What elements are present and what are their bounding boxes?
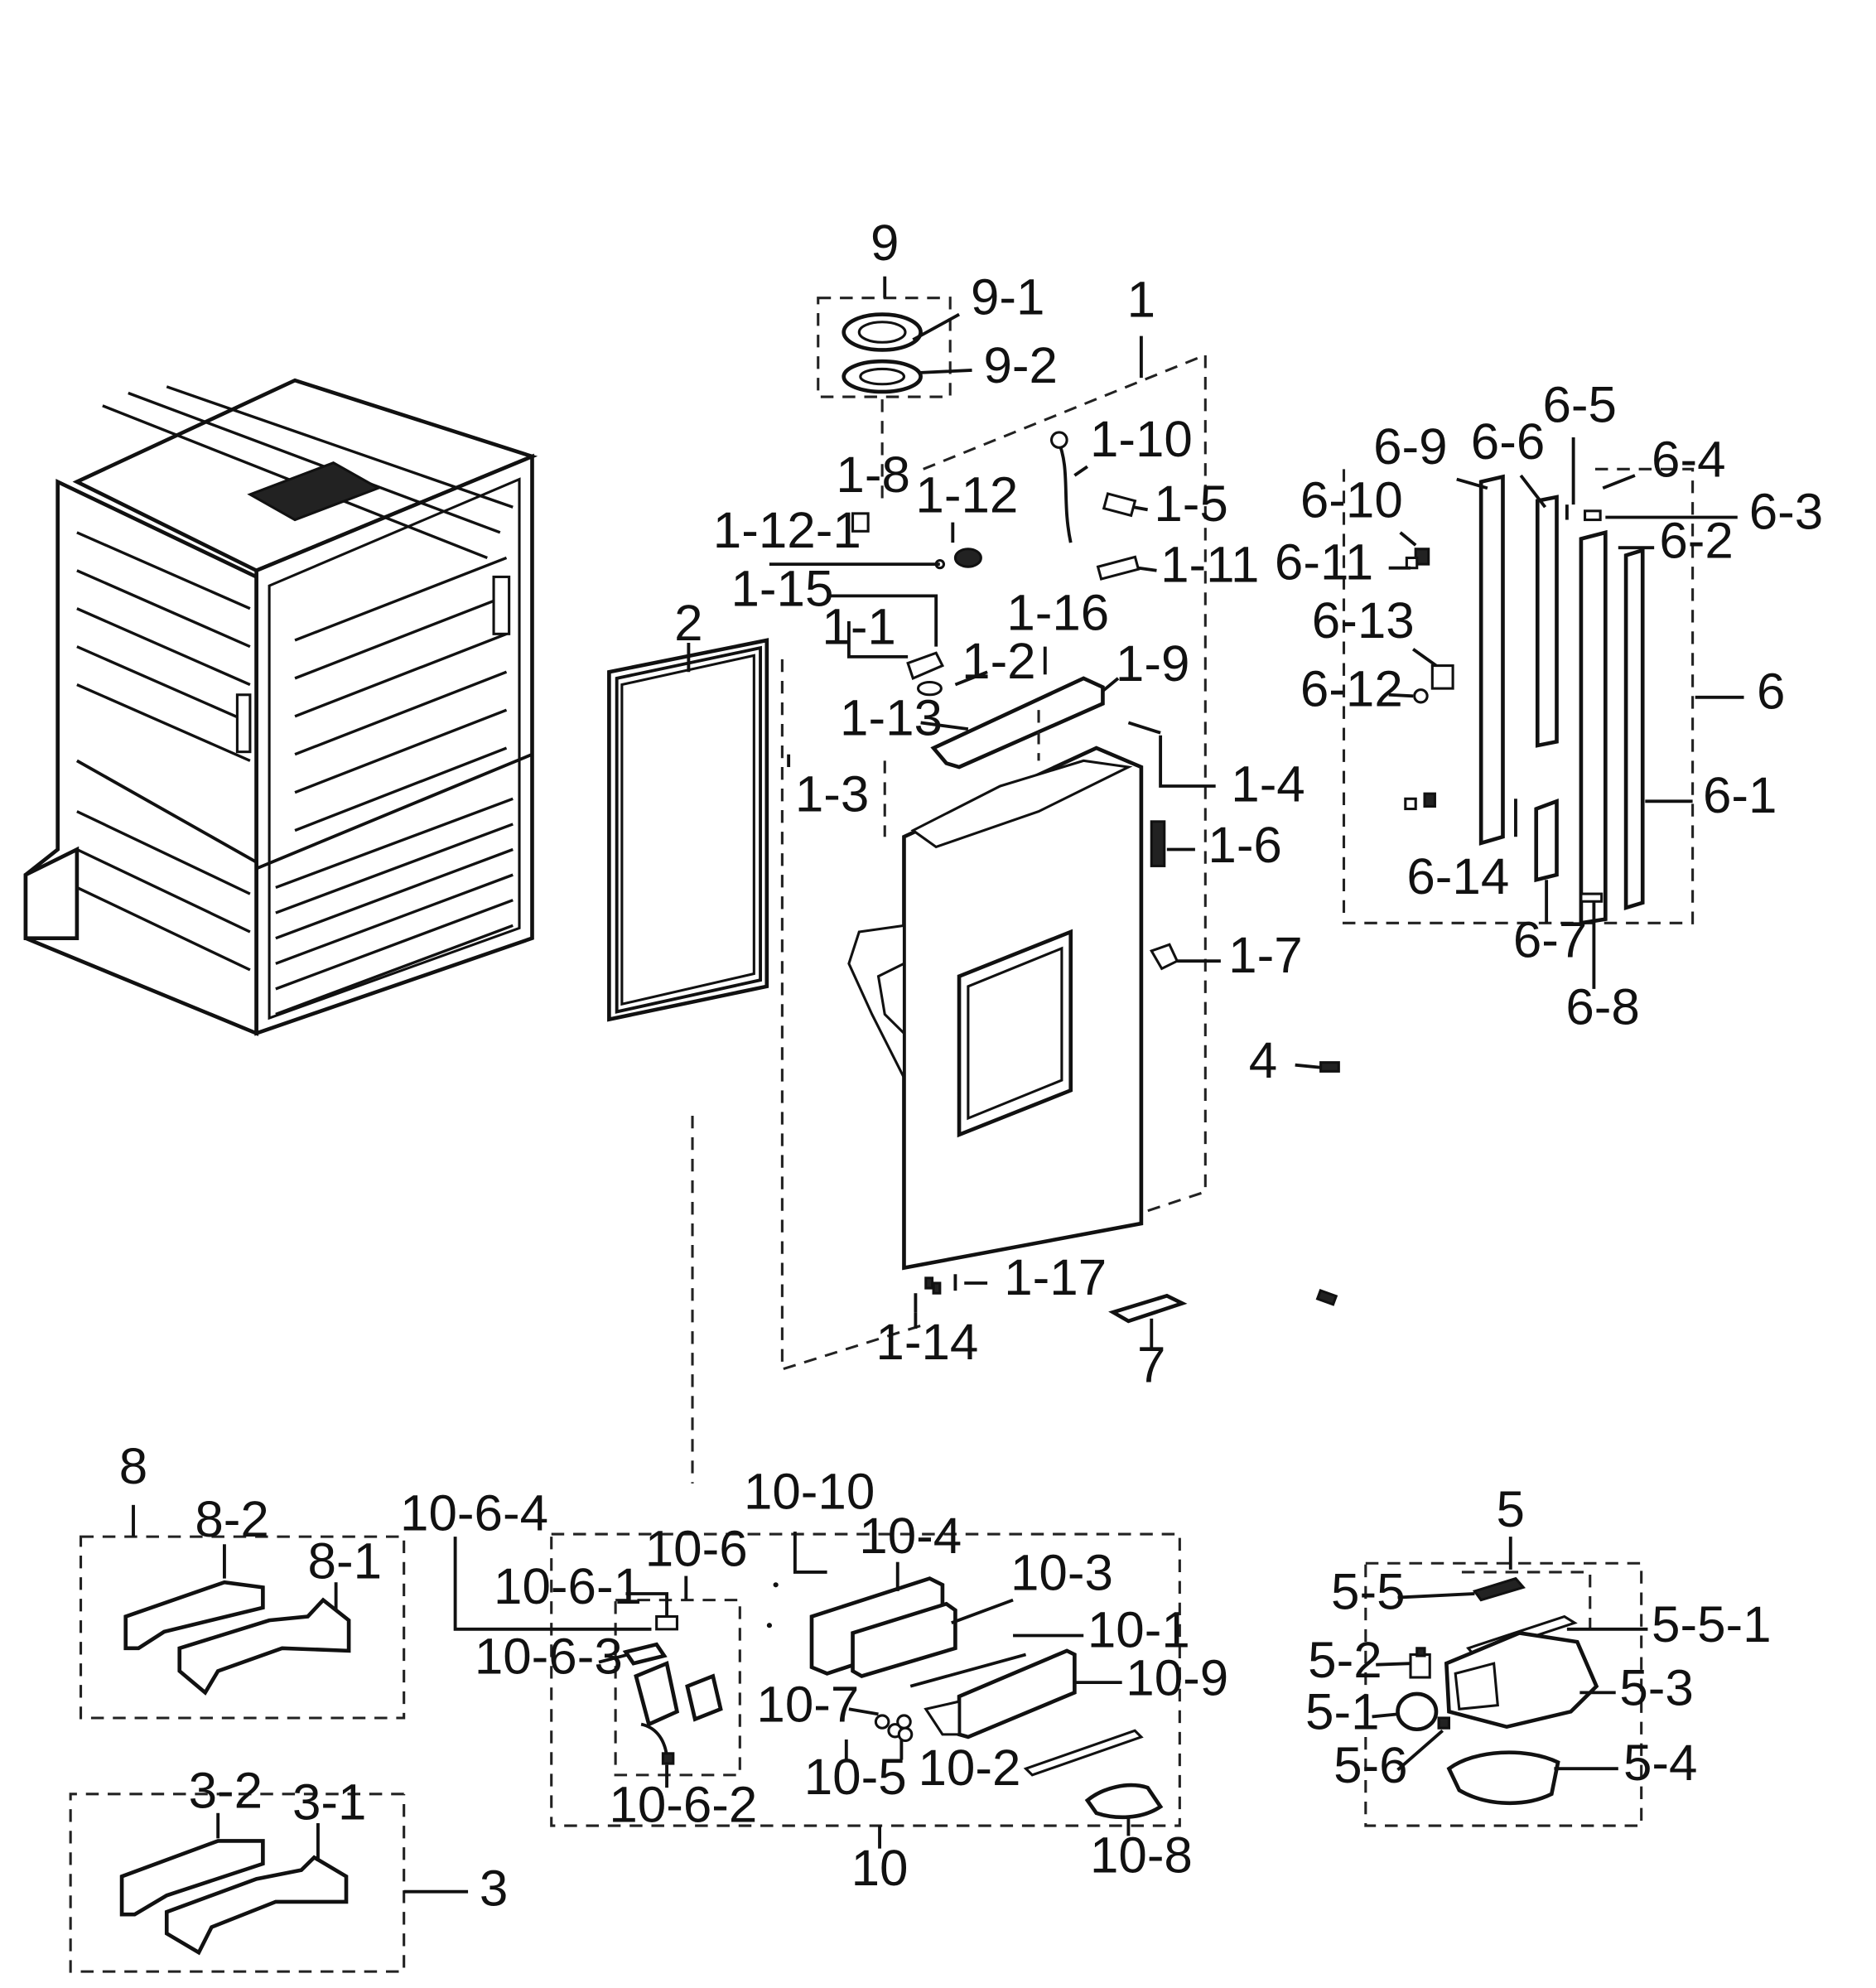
label-10-6-3: 10-6-3 bbox=[475, 1629, 623, 1686]
label-1-4: 1-4 bbox=[1231, 756, 1305, 813]
label-9-2: 9-2 bbox=[983, 338, 1057, 395]
label-10-10: 10-10 bbox=[744, 1464, 875, 1521]
label-8-1: 8-1 bbox=[308, 1533, 382, 1590]
label-6-2: 6-2 bbox=[1659, 513, 1733, 570]
label-10-7: 10-7 bbox=[756, 1677, 859, 1734]
label-1-11: 1-11 bbox=[1160, 537, 1259, 594]
label-8: 8 bbox=[119, 1438, 147, 1495]
label-1-8: 1-8 bbox=[836, 446, 909, 504]
label-6-5: 6-5 bbox=[1542, 377, 1616, 434]
label-3-1: 3-1 bbox=[292, 1774, 366, 1831]
part-7-plate bbox=[1108, 1288, 1338, 1349]
label-4: 4 bbox=[1249, 1032, 1277, 1089]
leaders-group-10 bbox=[453, 1115, 1131, 1849]
label-10-6-4: 10-6-4 bbox=[400, 1485, 548, 1542]
label-6: 6 bbox=[1757, 663, 1785, 721]
label-5-5: 5-5 bbox=[1331, 1564, 1405, 1621]
group-8-ducts bbox=[79, 1504, 406, 1720]
label-1-9: 1-9 bbox=[1116, 635, 1189, 692]
label-1-12-1: 1-12-1 bbox=[713, 503, 861, 560]
label-10-2: 10-2 bbox=[919, 1740, 1021, 1797]
label-1-6: 1-6 bbox=[1208, 817, 1281, 874]
label-1-5: 1-5 bbox=[1154, 475, 1227, 533]
label-1-3: 1-3 bbox=[795, 766, 869, 823]
label-3: 3 bbox=[480, 1860, 508, 1918]
group-3-ducts bbox=[69, 1793, 469, 1973]
leaders-group-5 bbox=[1372, 1537, 1648, 1772]
label-6-8: 6-8 bbox=[1565, 979, 1639, 1036]
label-1-16: 1-16 bbox=[1006, 585, 1109, 642]
label-1-12: 1-12 bbox=[915, 467, 1018, 524]
label-6-13: 6-13 bbox=[1312, 592, 1415, 649]
label-7: 7 bbox=[1137, 1337, 1165, 1394]
label-3-2: 3-2 bbox=[189, 1763, 263, 1820]
label-5-6: 5-6 bbox=[1333, 1737, 1407, 1794]
label-1-2: 1-2 bbox=[962, 633, 1035, 690]
label-10-6: 10-6 bbox=[645, 1521, 748, 1578]
label-2: 2 bbox=[674, 595, 702, 652]
label-1-1: 1-1 bbox=[822, 599, 895, 656]
label-5-3: 5-3 bbox=[1619, 1660, 1693, 1717]
group-9-filter-caps bbox=[817, 276, 972, 508]
label-6-3: 6-3 bbox=[1749, 484, 1823, 541]
label-6-14: 6-14 bbox=[1406, 848, 1509, 905]
part-labels: 9 9-1 9-2 1 1-10 1-8 1-12 1-5 1-12-1 1-1… bbox=[119, 215, 1823, 1917]
label-9-1: 9-1 bbox=[971, 269, 1044, 326]
door-assembly-group-1 bbox=[780, 353, 1207, 1372]
label-8-2: 8-2 bbox=[195, 1491, 268, 1548]
label-10-3: 10-3 bbox=[1010, 1545, 1113, 1602]
door-handle-group-6 bbox=[1342, 467, 1695, 925]
part-4-screw bbox=[1295, 1061, 1340, 1073]
group-10-dispenser bbox=[550, 1532, 1181, 1827]
label-1-17: 1-17 bbox=[1004, 1249, 1107, 1306]
label-1-10: 1-10 bbox=[1090, 411, 1193, 468]
label-10-5: 10-5 bbox=[804, 1749, 907, 1806]
label-1-7: 1-7 bbox=[1228, 927, 1302, 984]
label-10: 10 bbox=[851, 1840, 909, 1897]
label-5-5-1: 5-5-1 bbox=[1652, 1596, 1772, 1653]
label-10-6-1: 10-6-1 bbox=[494, 1559, 642, 1616]
leaders-group-1 bbox=[769, 335, 1221, 1329]
label-10-1: 10-1 bbox=[1088, 1602, 1190, 1659]
group-5-ice-maker bbox=[1364, 1561, 1643, 1827]
label-1: 1 bbox=[1127, 272, 1155, 329]
label-5-1: 5-1 bbox=[1305, 1684, 1379, 1741]
label-5-2: 5-2 bbox=[1308, 1632, 1382, 1689]
label-9: 9 bbox=[870, 215, 899, 272]
door-gasket-2 bbox=[607, 638, 769, 1022]
label-1-13: 1-13 bbox=[840, 690, 943, 747]
label-6-7: 6-7 bbox=[1513, 912, 1587, 969]
label-6-4: 6-4 bbox=[1652, 432, 1725, 489]
label-6-12: 6-12 bbox=[1300, 661, 1403, 718]
label-6-11: 6-11 bbox=[1275, 534, 1373, 591]
label-5: 5 bbox=[1497, 1481, 1525, 1538]
label-10-4: 10-4 bbox=[859, 1508, 962, 1565]
refrigerator-cabinet bbox=[23, 378, 538, 1036]
label-5-4: 5-4 bbox=[1623, 1735, 1697, 1792]
label-6-9: 6-9 bbox=[1373, 419, 1447, 476]
label-6-10: 6-10 bbox=[1300, 472, 1403, 529]
label-10-8: 10-8 bbox=[1090, 1827, 1193, 1884]
label-6-1: 6-1 bbox=[1703, 767, 1777, 824]
leaders-group-6 bbox=[1388, 437, 1744, 989]
label-1-14: 1-14 bbox=[875, 1314, 978, 1371]
label-10-6-2: 10-6-2 bbox=[609, 1777, 757, 1834]
label-1-15: 1-15 bbox=[731, 561, 833, 618]
label-6-6: 6-6 bbox=[1471, 413, 1545, 470]
label-10-9: 10-9 bbox=[1126, 1650, 1228, 1707]
